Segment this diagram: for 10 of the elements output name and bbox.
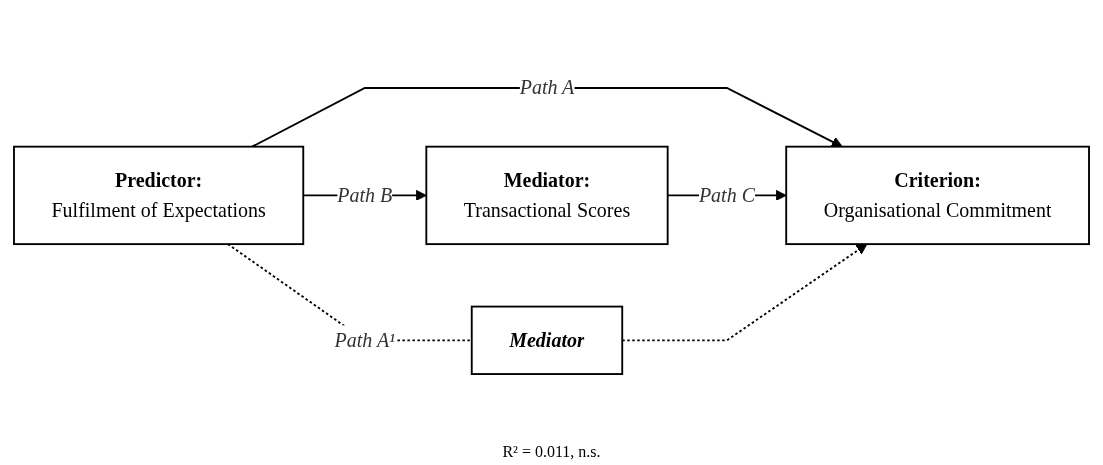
node-box: Predictor: Fulfilment of Expectations	[13, 145, 305, 246]
edge-label: Path C	[698, 184, 755, 206]
edge-label: Path A¹	[334, 329, 396, 351]
node-box: Criterion: Organisational Commitment	[785, 145, 1090, 246]
node-box: Mediator: Transactional Scores	[425, 145, 669, 246]
node-box: Mediator	[470, 305, 624, 375]
edge-label: Path A	[519, 76, 575, 98]
statistic-note: R² = 0.011, n.s.	[502, 443, 601, 460]
edge-label: Path B	[337, 184, 393, 206]
arrow	[251, 87, 843, 148]
